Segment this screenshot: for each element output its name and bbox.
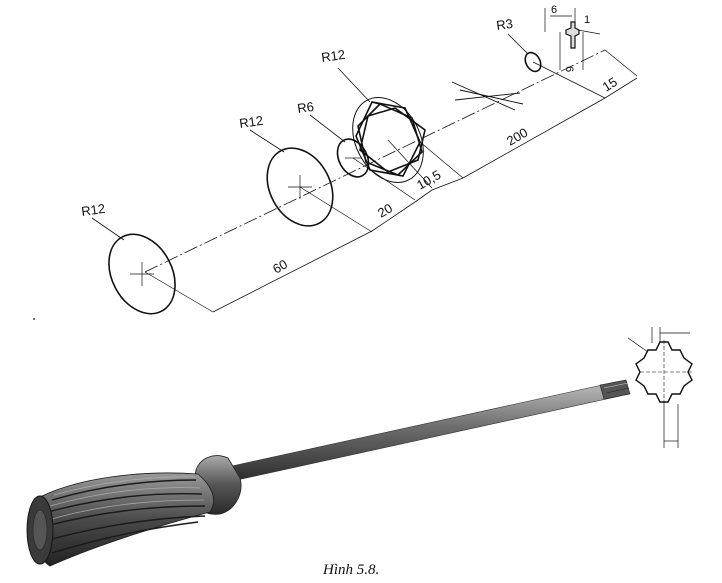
handle-grooves xyxy=(45,479,206,554)
label-r12-middle: R12 xyxy=(238,113,264,131)
shaft xyxy=(231,381,621,481)
figure-caption: Hình 5.8. xyxy=(322,562,379,578)
handle xyxy=(34,472,214,567)
radius-leaders xyxy=(91,33,529,241)
label-dim-15: 15 xyxy=(600,74,620,94)
label-r6: R6 xyxy=(296,99,315,116)
shaft-tip xyxy=(599,379,631,400)
circle-r12-middle xyxy=(266,147,334,227)
circle-r6 xyxy=(336,138,370,178)
cross-profile-detail xyxy=(544,8,601,70)
circle-r12-left xyxy=(108,233,176,315)
screwdriver-render xyxy=(26,379,631,567)
label-r3: R3 xyxy=(495,16,514,33)
circle-r3 xyxy=(524,51,542,73)
label-r12-left: R12 xyxy=(80,201,106,219)
label-dim-60: 60 xyxy=(270,256,290,276)
label-r12-hex: R12 xyxy=(320,47,346,65)
construction-drawing xyxy=(91,8,638,315)
dimension-lines xyxy=(212,77,638,313)
tip-section-detail xyxy=(627,327,693,448)
hexagon-prism xyxy=(352,97,426,183)
axis-break-marks xyxy=(451,81,524,111)
extension-lines xyxy=(144,49,638,313)
label-dim-6-side: 6 xyxy=(563,66,575,72)
label-dim-1-top: 1 xyxy=(584,14,590,26)
dimension-labels: R12 R12 R6 R12 R3 6 1 6 15 200 10,5 20 6… xyxy=(80,4,620,277)
stray-dot xyxy=(33,318,35,320)
label-dim-6-top: 6 xyxy=(551,4,557,16)
label-dim-20: 20 xyxy=(375,200,395,220)
label-dim-200: 200 xyxy=(504,125,530,149)
